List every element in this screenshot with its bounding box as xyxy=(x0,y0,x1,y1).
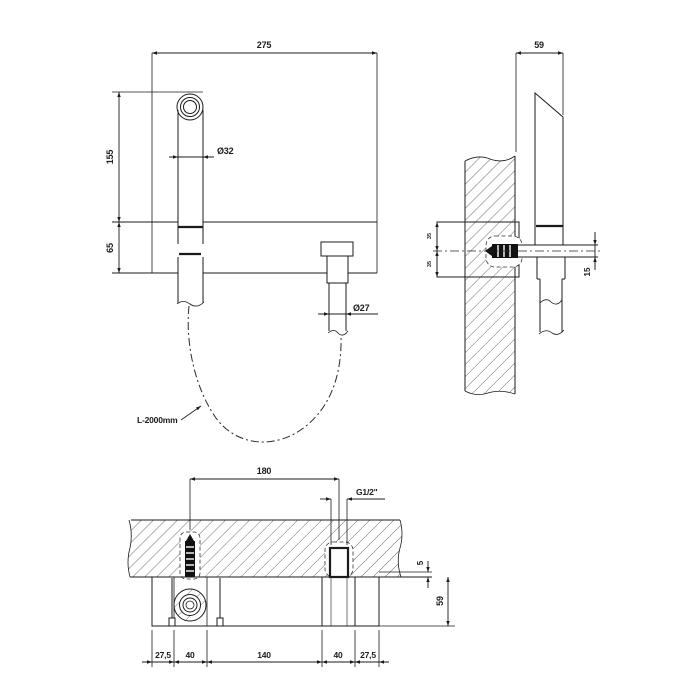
dim-chain-bottom: 27,5 40 140 40 27,5 xyxy=(142,630,389,667)
dim-seg-2: 140 xyxy=(257,650,271,660)
plan-view: 180 G1/2" 5 59 xyxy=(127,466,455,667)
dim-centers-distance: 180 xyxy=(189,466,340,540)
dim-side-depth: 59 xyxy=(515,40,564,152)
dim-59-plan-label: 59 xyxy=(435,596,445,606)
outlet-break-edge xyxy=(327,330,349,336)
dim-inlet-thread: G1/2" xyxy=(320,487,385,545)
plan-wall-break-left xyxy=(127,519,132,578)
inlet-thread-label: G1/2" xyxy=(356,487,378,497)
hose-curve xyxy=(187,305,342,443)
dim-seg-4: 27,5 xyxy=(360,650,376,660)
shower-tube-fill xyxy=(178,111,203,303)
wall-top-break xyxy=(464,155,516,162)
dim-seg-3: 40 xyxy=(333,650,343,660)
dim-front-height-lower: 65 xyxy=(105,222,121,273)
side-view: 59 35 35 15 xyxy=(427,40,601,395)
dim-front-width-label: 275 xyxy=(257,40,272,50)
bracket-tab-right xyxy=(201,244,209,257)
dim-d27-label: Ø27 xyxy=(353,303,370,313)
dim-recess-lower-label: 35 xyxy=(427,261,433,267)
spout-blade xyxy=(534,91,564,246)
dim-projection: 59 xyxy=(379,577,455,627)
dim-d32-label: Ø32 xyxy=(217,146,234,156)
shower-head-outer xyxy=(176,93,204,121)
dim-seg-0: 27,5 xyxy=(155,650,171,660)
shower-grip xyxy=(536,257,566,335)
dim-65-label: 65 xyxy=(105,243,115,253)
shower-head-mid xyxy=(180,97,200,117)
plan-wall-break-right xyxy=(397,519,403,578)
hose-length-label: L-2000mm xyxy=(137,415,178,425)
wall-hatch xyxy=(465,156,515,395)
outlet-body xyxy=(326,255,349,284)
tube-break-edge xyxy=(176,301,205,307)
dim-5-label: 5 xyxy=(416,560,425,565)
dim-holder-thickness: 15 xyxy=(583,232,597,276)
front-view: L-2000mm 275 155 65 Ø32 Ø27 xyxy=(105,40,378,443)
dim-recess-upper-label: 35 xyxy=(427,233,433,239)
mounting-screw xyxy=(179,531,201,580)
hose-leader xyxy=(180,405,202,421)
dim-outlet-diameter: Ø27 xyxy=(318,303,378,316)
dim-155-label: 155 xyxy=(105,150,115,165)
dim-front-height-upper: 155 xyxy=(105,92,121,222)
plan-bar xyxy=(151,576,380,627)
inlet-fitting xyxy=(324,541,354,579)
shower-head-inner xyxy=(183,100,197,114)
dim-seg-1: 40 xyxy=(185,650,195,660)
plan-wall-hatch xyxy=(128,520,402,577)
dim-recess-split: 35 35 xyxy=(427,222,439,277)
spout-ring-hatch xyxy=(174,589,207,621)
dim-front-width: 275 xyxy=(152,40,377,55)
wall-bottom-break xyxy=(464,390,516,395)
dim-wall-recess: 5 xyxy=(416,560,430,588)
outlet-flange xyxy=(320,241,354,257)
dim-180-label: 180 xyxy=(257,466,272,476)
dim-spout-diameter: Ø32 xyxy=(169,146,234,159)
bracket-tab-left xyxy=(171,244,179,257)
dim-15-label: 15 xyxy=(583,267,592,276)
dim-59-side-label: 59 xyxy=(534,40,544,50)
